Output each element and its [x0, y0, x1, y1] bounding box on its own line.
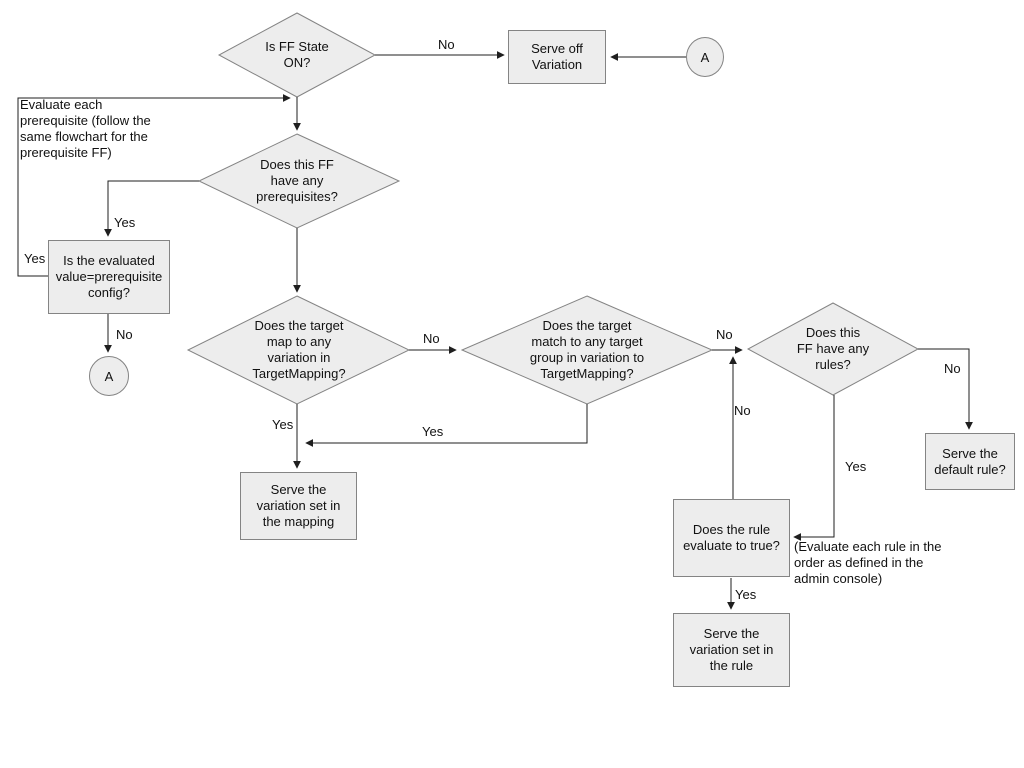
- edge-label-rules-no: No: [944, 361, 961, 376]
- edge-label-mapping-no: No: [423, 331, 440, 346]
- edge-label-mapping-yes: Yes: [272, 417, 294, 432]
- edge-label-eval-loop-yes: Yes: [24, 251, 46, 266]
- process-serve-default-rule-label: Serve the default rule?: [934, 445, 1006, 477]
- edge-prereqs-yes-to-evalvalue: [104, 180, 199, 237]
- process-rule-evaluates-true: Does the rule evaluate to true?: [673, 499, 790, 577]
- edge-targetgroup-yes-join: [305, 404, 588, 447]
- process-serve-off-variation: Serve off Variation: [508, 30, 606, 84]
- edge-label-group-yes: Yes: [422, 424, 444, 439]
- edge-label-ff-state-no: No: [438, 37, 455, 52]
- decision-ff-state-on: [217, 12, 377, 98]
- note-rule-order: (Evaluate each rule in the order as defi…: [794, 539, 942, 586]
- connector-a-left-label: A: [104, 368, 114, 384]
- connector-a-top: A: [686, 37, 724, 77]
- process-serve-variation-mapping: Serve the variation set in the mapping: [240, 472, 357, 540]
- edge-label-prereq-yes: Yes: [114, 215, 136, 230]
- edge-evalvalue-loop-back: [17, 94, 291, 277]
- edge-label-eval-no: No: [116, 327, 133, 342]
- decision-has-rules: [746, 302, 920, 396]
- process-evaluated-value-label: Is the evaluated value=prerequisite conf…: [55, 253, 163, 300]
- decision-target-mapping: [186, 295, 411, 405]
- process-serve-variation-mapping-label: Serve the variation set in the mapping: [256, 482, 341, 529]
- process-evaluated-value: Is the evaluated value=prerequisite conf…: [48, 240, 170, 314]
- edge-label-rule-loop-no: No: [734, 403, 751, 418]
- edge-hasrules-no-to-servedefault: [918, 348, 973, 430]
- process-rule-evaluates-true-label: Does the rule evaluate to true?: [683, 522, 780, 553]
- decision-target-group: [460, 295, 714, 405]
- connector-a-top-label: A: [700, 49, 710, 65]
- note-prerequisite: Evaluate each prerequisite (follow the s…: [20, 97, 151, 160]
- edge-label-rule-yes: Yes: [735, 587, 757, 602]
- process-serve-default-rule: Serve the default rule?: [925, 433, 1015, 490]
- connector-a-left: A: [89, 356, 129, 396]
- process-serve-variation-rule: Serve the variation set in the rule: [673, 613, 790, 687]
- edge-label-group-no: No: [716, 327, 733, 342]
- edge-label-rules-yes: Yes: [845, 459, 867, 474]
- edge-hasrules-yes-to-ruletrue: [793, 395, 835, 541]
- process-serve-variation-rule-label: Serve the variation set in the rule: [689, 626, 774, 673]
- decision-has-prerequisites: [197, 133, 401, 229]
- process-serve-off-variation-label: Serve off Variation: [531, 41, 583, 72]
